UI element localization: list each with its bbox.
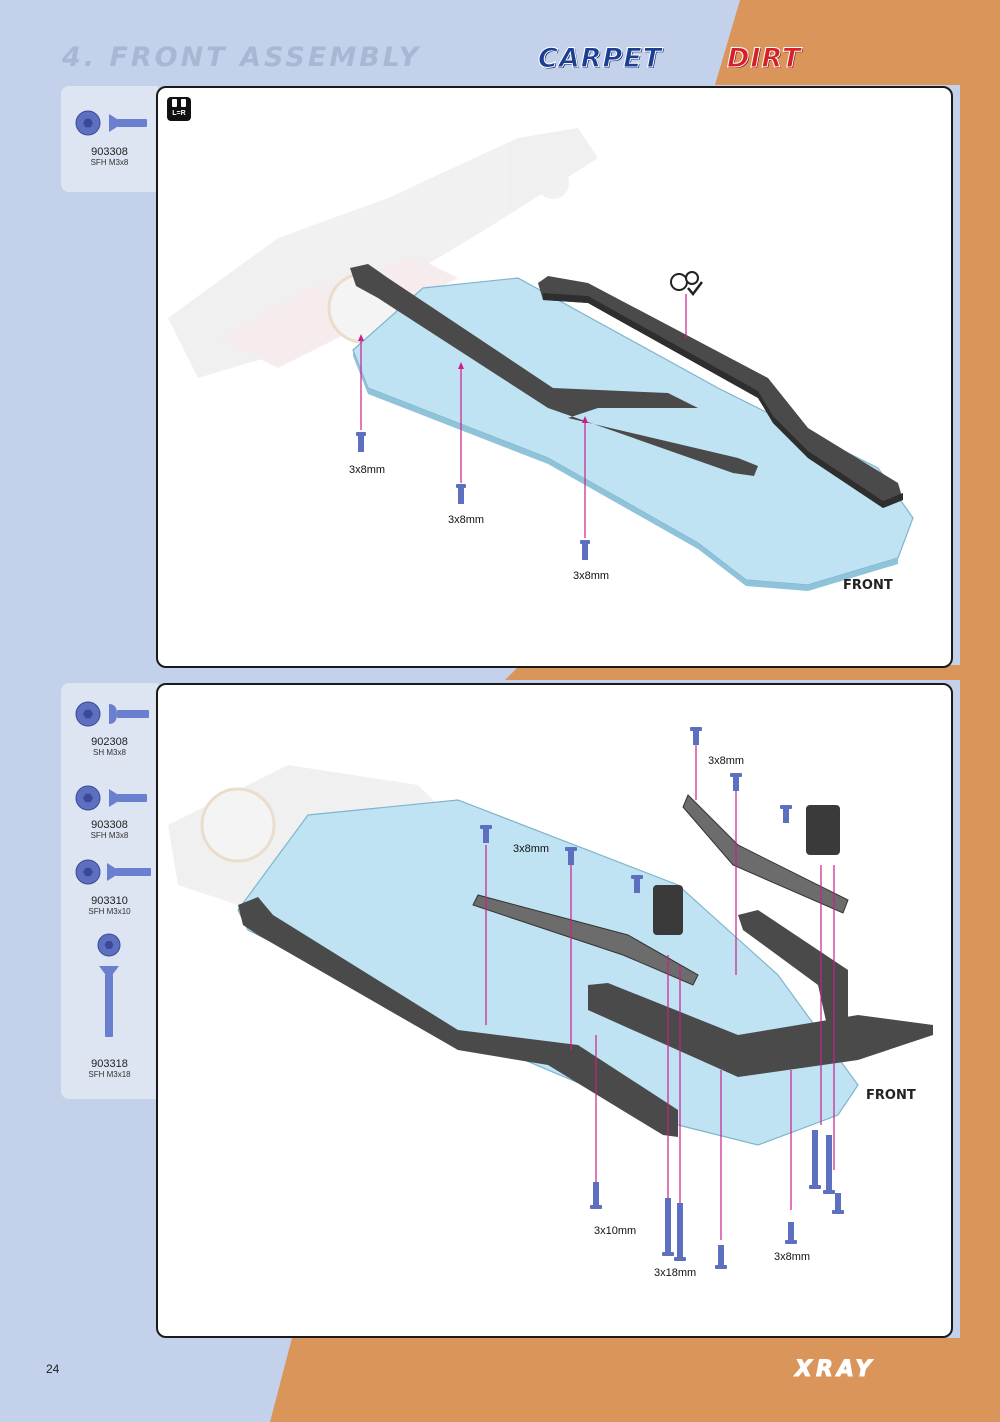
left-chassis-brace bbox=[238, 897, 678, 1137]
flat-head-screw-icon bbox=[832, 1193, 844, 1214]
step2-parts-panel: 902308 SH M3x8 903308 SFH M3x8 903310 SF… bbox=[61, 683, 158, 1099]
left-equals-right-icon: L=R bbox=[167, 97, 191, 121]
flat-head-screw-icon bbox=[580, 540, 590, 560]
step1-parts-panel: 903308 SFH M3x8 bbox=[61, 86, 158, 192]
part-code: 903310 bbox=[91, 895, 128, 907]
flat-head-screw-icon bbox=[730, 773, 742, 791]
carpet-badge: CARPET bbox=[537, 43, 663, 74]
screw-size-label: 3x10mm bbox=[594, 1225, 637, 1237]
flat-head-screw-icon bbox=[785, 1222, 797, 1244]
flat-head-screw-icon bbox=[480, 825, 492, 843]
carbon-fiber-brace bbox=[682, 794, 849, 914]
part-description: SFH M3x10 bbox=[88, 907, 131, 916]
flat-head-screw-icon bbox=[690, 727, 702, 745]
step1-illustration bbox=[168, 128, 914, 591]
screw-size-label: 3x8mm bbox=[448, 514, 485, 526]
flat-head-screw-icon bbox=[780, 805, 792, 823]
bulkhead-post bbox=[806, 805, 840, 855]
flat-head-screw-icon bbox=[715, 1245, 727, 1269]
flat-head-screw-icon bbox=[75, 859, 151, 885]
flat-head-screw-icon bbox=[75, 110, 147, 136]
part-description: SH M3x8 bbox=[93, 748, 126, 757]
dirt-badge-label: DIRT bbox=[726, 43, 802, 74]
dirt-badge: DIRT bbox=[726, 43, 802, 74]
screw-size-label: 3x8mm bbox=[573, 570, 610, 582]
flat-head-screw-icon bbox=[75, 785, 147, 811]
screw-size-label: 3x8mm bbox=[774, 1251, 811, 1263]
step2-diagram-frame: 3x8mm 3x8mm 3x10mm 3x18mm 3x8mm FRONT bbox=[156, 683, 953, 1338]
part-code: 902308 bbox=[91, 736, 128, 748]
part-code: 903318 bbox=[91, 1058, 128, 1070]
screws-step1 bbox=[356, 432, 590, 560]
right-chassis-brace bbox=[738, 910, 848, 1030]
part-description: SFH M3x8 bbox=[90, 158, 129, 167]
front-direction-label: FRONT bbox=[843, 578, 893, 593]
flat-head-screw-icon bbox=[631, 875, 643, 893]
flat-head-screw-icon bbox=[456, 484, 466, 504]
left-equals-right-label: L=R bbox=[172, 110, 186, 117]
mirror-parts-icon bbox=[172, 99, 186, 107]
step1-diagram-frame: L=R bbox=[156, 86, 953, 668]
screw-size-label: 3x18mm bbox=[654, 1267, 697, 1279]
step2-illustration bbox=[168, 727, 933, 1269]
flat-head-screw-icon bbox=[590, 1182, 602, 1209]
part-code: 903308 bbox=[91, 819, 128, 831]
long-flat-head-screw-icon bbox=[674, 1203, 686, 1261]
carbon-fiber-brace bbox=[472, 894, 699, 986]
part-code: 903308 bbox=[91, 146, 128, 158]
flat-head-screw-icon bbox=[565, 847, 577, 865]
xray-logo: XRAY bbox=[794, 1357, 876, 1383]
bulkhead-post bbox=[653, 885, 683, 935]
long-flat-head-screw-icon bbox=[809, 1130, 821, 1189]
part-description: SFH M3x8 bbox=[90, 831, 129, 840]
carpet-badge-label: CARPET bbox=[537, 43, 663, 74]
screws-step2 bbox=[480, 727, 844, 1269]
screw-size-label: 3x8mm bbox=[708, 755, 745, 767]
button-head-screw-icon bbox=[75, 701, 149, 727]
page-number: 24 bbox=[46, 1362, 60, 1376]
front-direction-label: FRONT bbox=[866, 1088, 916, 1103]
guide-arrowheads bbox=[358, 334, 588, 423]
assembly-guides bbox=[485, 745, 835, 1240]
thread-lock-icon bbox=[670, 271, 703, 297]
long-flat-head-screw-icon bbox=[662, 1198, 674, 1256]
front-bumper-brace bbox=[588, 983, 933, 1077]
left-chassis-brace bbox=[350, 264, 758, 476]
long-flat-head-screw-icon bbox=[823, 1135, 835, 1194]
assembly-guides bbox=[360, 294, 687, 538]
screw-size-label: 3x8mm bbox=[513, 843, 550, 855]
flat-head-screw-icon bbox=[356, 432, 366, 452]
part-description: SFH M3x18 bbox=[88, 1070, 131, 1079]
right-chassis-brace bbox=[538, 276, 903, 508]
long-flat-head-screw-icon bbox=[97, 933, 121, 1037]
screw-size-label: 3x8mm bbox=[349, 464, 386, 476]
page-title: 4. FRONT ASSEMBLY bbox=[62, 42, 422, 73]
